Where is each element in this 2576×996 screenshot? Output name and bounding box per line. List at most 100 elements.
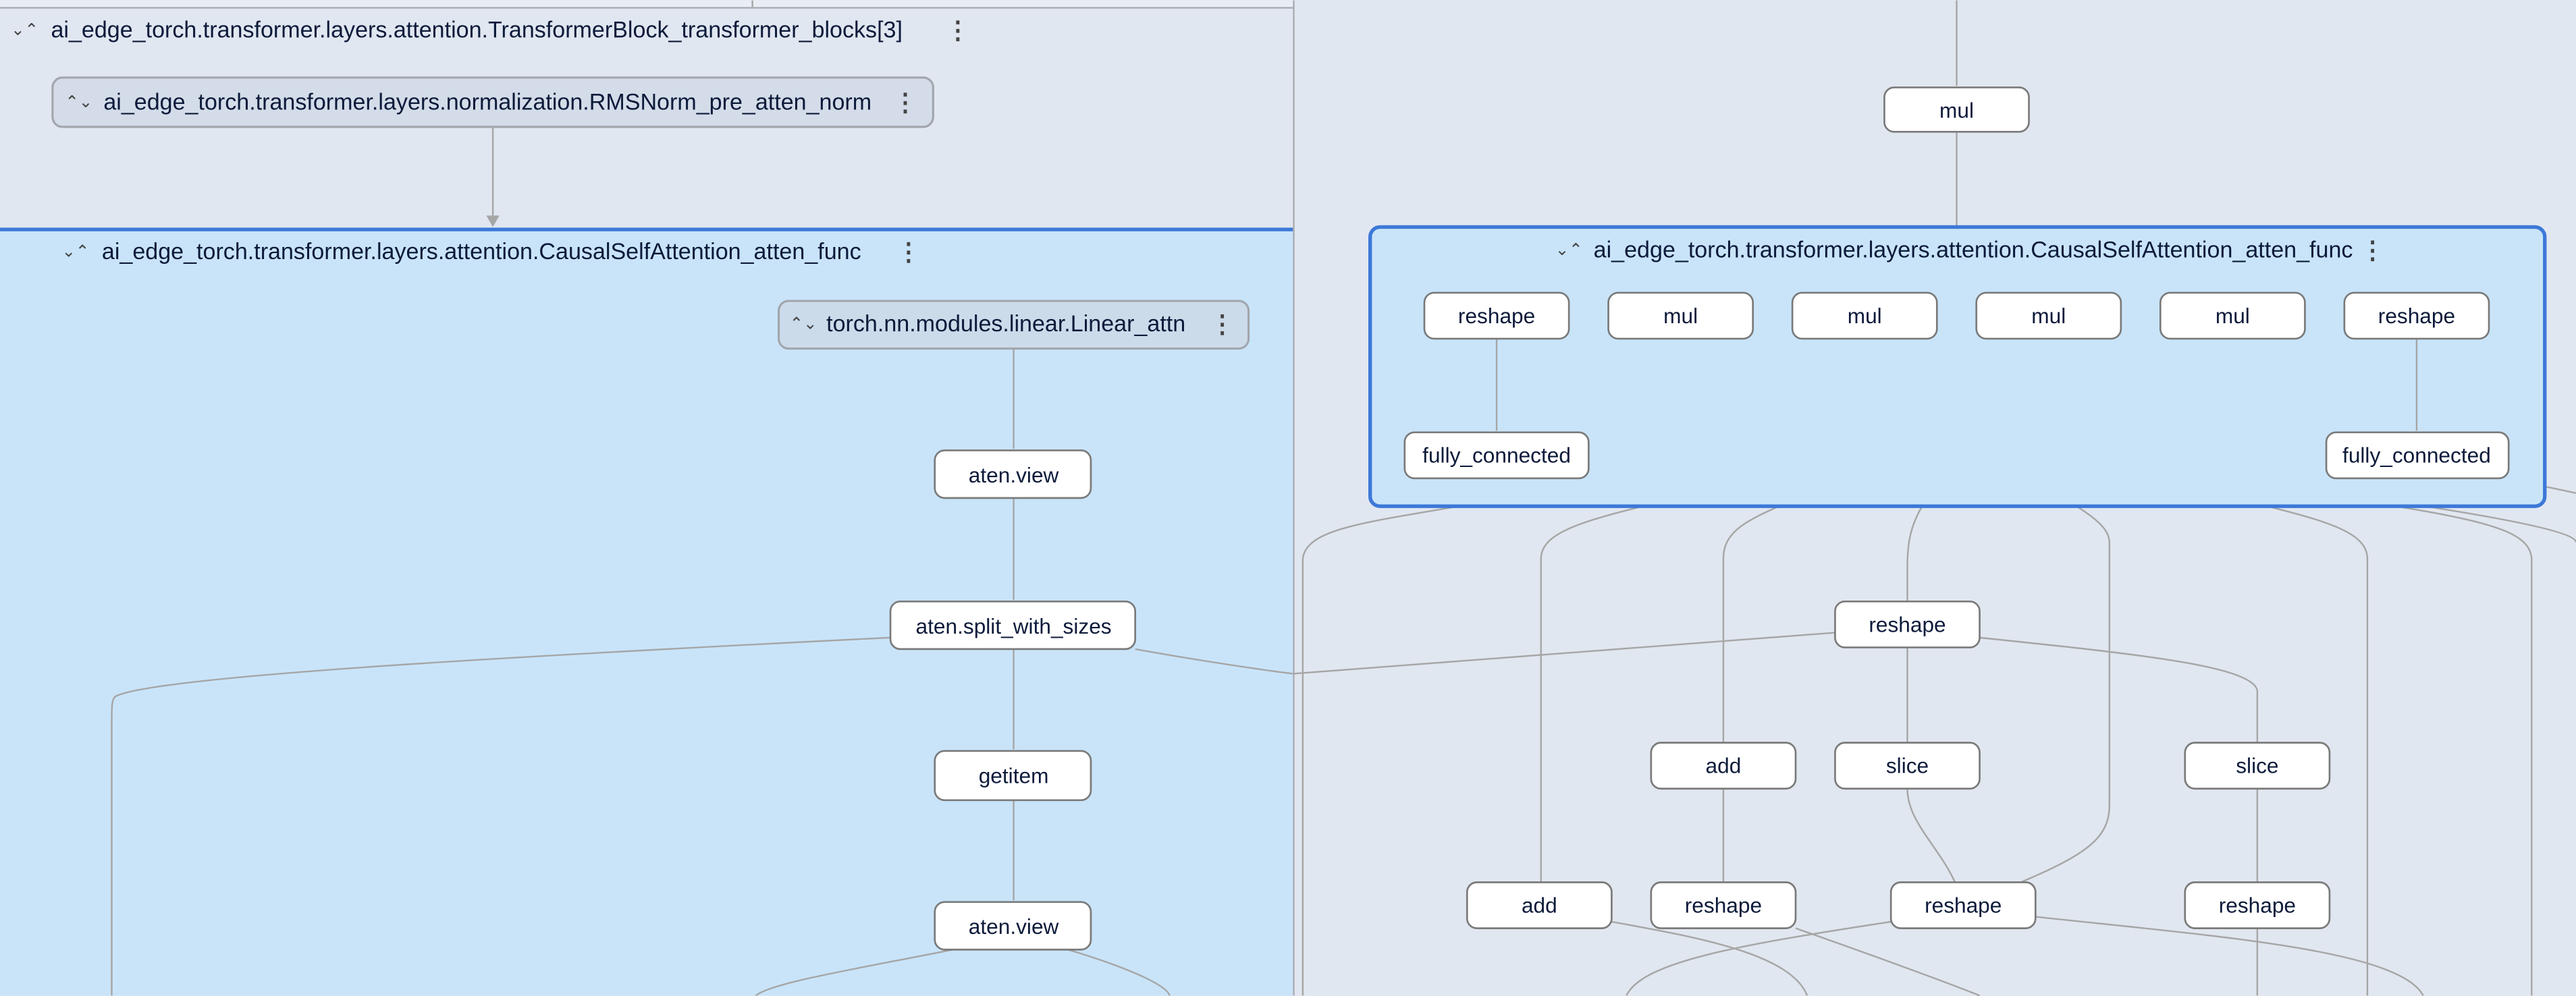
group-node-mul[interactable]: mul: [2159, 292, 2306, 340]
more-vert-icon[interactable]: ⋮: [893, 88, 918, 116]
edge: [755, 949, 953, 996]
group-node-reshape[interactable]: reshape: [1423, 292, 1570, 340]
more-vert-icon[interactable]: ⋮: [896, 238, 921, 265]
expand-icon[interactable]: ⌃⌄: [65, 93, 92, 111]
node-label: getitem: [979, 763, 1049, 787]
node-slice[interactable]: slice: [2184, 742, 2331, 790]
linear-attn-label: torch.nn.modules.linear.Linear_attn: [826, 311, 1185, 337]
node-box: [1650, 881, 1797, 929]
edge: [111, 636, 891, 996]
node-label: mul: [1848, 304, 1882, 328]
expand-icon[interactable]: ⌃⌄: [790, 315, 817, 333]
node-box: [2343, 292, 2490, 340]
edges-left: [111, 348, 1293, 996]
node-label: add: [1522, 893, 1557, 918]
node-aten-split-with-sizes[interactable]: aten.split_with_sizes: [889, 600, 1137, 651]
edge: [2020, 505, 2111, 883]
rmsnorm-node[interactable]: ⌃⌄ ai_edge_torch.transformer.layers.norm…: [51, 76, 934, 128]
edge: [2035, 916, 2424, 996]
group-node-mul[interactable]: mul: [1607, 292, 1754, 340]
node-label: reshape: [2219, 893, 2296, 918]
node-label: fully_connected: [2342, 443, 2491, 468]
edge: [1495, 338, 2418, 431]
node-label: reshape: [1685, 893, 1762, 918]
collapse-icon[interactable]: ⌄⌃: [1555, 241, 1583, 259]
node-box: [1650, 742, 1797, 790]
node-label: aten.view: [969, 463, 1059, 487]
node-slice[interactable]: slice: [1834, 742, 1981, 790]
attention-group-title: ai_edge_torch.transformer.layers.attenti…: [102, 239, 861, 265]
node-reshape[interactable]: reshape: [1889, 881, 2037, 929]
edge: [1906, 505, 1923, 602]
node-label: fully_connected: [1422, 443, 1571, 468]
collapse-icon[interactable]: ⌄⌃: [11, 21, 38, 39]
node-add[interactable]: add: [1650, 742, 1797, 790]
node-mul-top[interactable]: mul: [1883, 86, 2030, 133]
node-box: [1975, 292, 2122, 340]
group-node-fully-connected[interactable]: fully_connected: [2325, 431, 2510, 480]
group-node-mul[interactable]: mul: [1975, 292, 2122, 340]
edge: [1979, 636, 2259, 743]
transformer-block-header: ⌄⌃ ai_edge_torch.transformer.layers.atte…: [11, 16, 970, 44]
node-box: [2159, 292, 2306, 340]
group-node-mul[interactable]: mul: [1791, 292, 1938, 340]
group-node-fully-connected[interactable]: fully_connected: [1403, 431, 1590, 480]
node-label: mul: [2031, 304, 2066, 328]
node-label: reshape: [1925, 893, 2002, 918]
edge: [1611, 920, 1808, 996]
node-box: [1791, 292, 1938, 340]
node-add[interactable]: add: [1466, 881, 1613, 929]
edge: [1302, 505, 1459, 996]
rmsnorm-label: ai_edge_torch.transformer.layers.normali…: [103, 89, 871, 115]
attention-group-header: ⌄⌃ ai_edge_torch.transformer.layers.atte…: [62, 238, 921, 265]
more-vert-icon[interactable]: ⋮: [1210, 310, 1235, 338]
node-box: [2325, 431, 2510, 480]
node-aten-view-2[interactable]: aten.view: [934, 901, 1092, 951]
edge: [1293, 632, 1835, 675]
node-box: [1607, 292, 1754, 340]
node-reshape[interactable]: reshape: [1650, 881, 1797, 929]
node-label: reshape: [2378, 304, 2455, 328]
more-vert-icon[interactable]: ⋮: [946, 16, 971, 44]
edge: [2267, 505, 2369, 996]
edge: [1067, 949, 1171, 996]
node-box: [1889, 881, 2037, 929]
left-pane: ⌄⌃ ai_edge_torch.transformer.layers.atte…: [0, 0, 1293, 996]
node-box: [934, 750, 1092, 802]
attention-group-title: ai_edge_torch.transformer.layers.attenti…: [1594, 238, 2353, 263]
node-reshape[interactable]: reshape: [2184, 881, 2331, 929]
node-aten-view[interactable]: aten.view: [934, 449, 1092, 499]
linear-attn-node[interactable]: ⌃⌄ torch.nn.modules.linear.Linear_attn ⋮: [777, 300, 1250, 350]
right-pane: mul ⌄⌃ ai_edge_torch.transformer.layers.…: [1293, 0, 2576, 996]
node-label: slice: [2236, 754, 2278, 778]
transformer-block-title: ai_edge_torch.transformer.layers.attenti…: [51, 17, 903, 43]
edge: [2424, 505, 2576, 543]
arrow-icon: [486, 215, 500, 227]
node-label: aten.split_with_sizes: [916, 614, 1112, 638]
node-box: [0, 0, 1293, 7]
node-label: mul: [2216, 304, 2250, 328]
node-label: reshape: [1869, 612, 1946, 636]
edge: [1626, 920, 1891, 996]
node-box: [1423, 292, 1570, 340]
node-box: [1403, 431, 1590, 480]
node-label: mul: [1663, 304, 1698, 328]
node-box: [1834, 600, 1981, 648]
node-box: [889, 600, 1137, 651]
node-reshape[interactable]: reshape: [1834, 600, 1981, 648]
node-label: reshape: [1458, 304, 1535, 328]
more-vert-icon[interactable]: ⋮: [2360, 236, 2385, 264]
edge: [1722, 505, 1780, 743]
node-label: aten.view: [969, 914, 1059, 939]
edge: [2395, 505, 2533, 996]
node-getitem[interactable]: getitem: [934, 750, 1092, 802]
edge: [1906, 788, 1956, 883]
edge: [1135, 648, 1293, 675]
node-box: [1834, 742, 1981, 790]
edge: [1540, 505, 1643, 883]
edge: [1722, 647, 2259, 883]
edge: [1795, 927, 1981, 996]
group-node-reshape[interactable]: reshape: [2343, 292, 2490, 340]
collapse-icon[interactable]: ⌄⌃: [62, 242, 90, 260]
